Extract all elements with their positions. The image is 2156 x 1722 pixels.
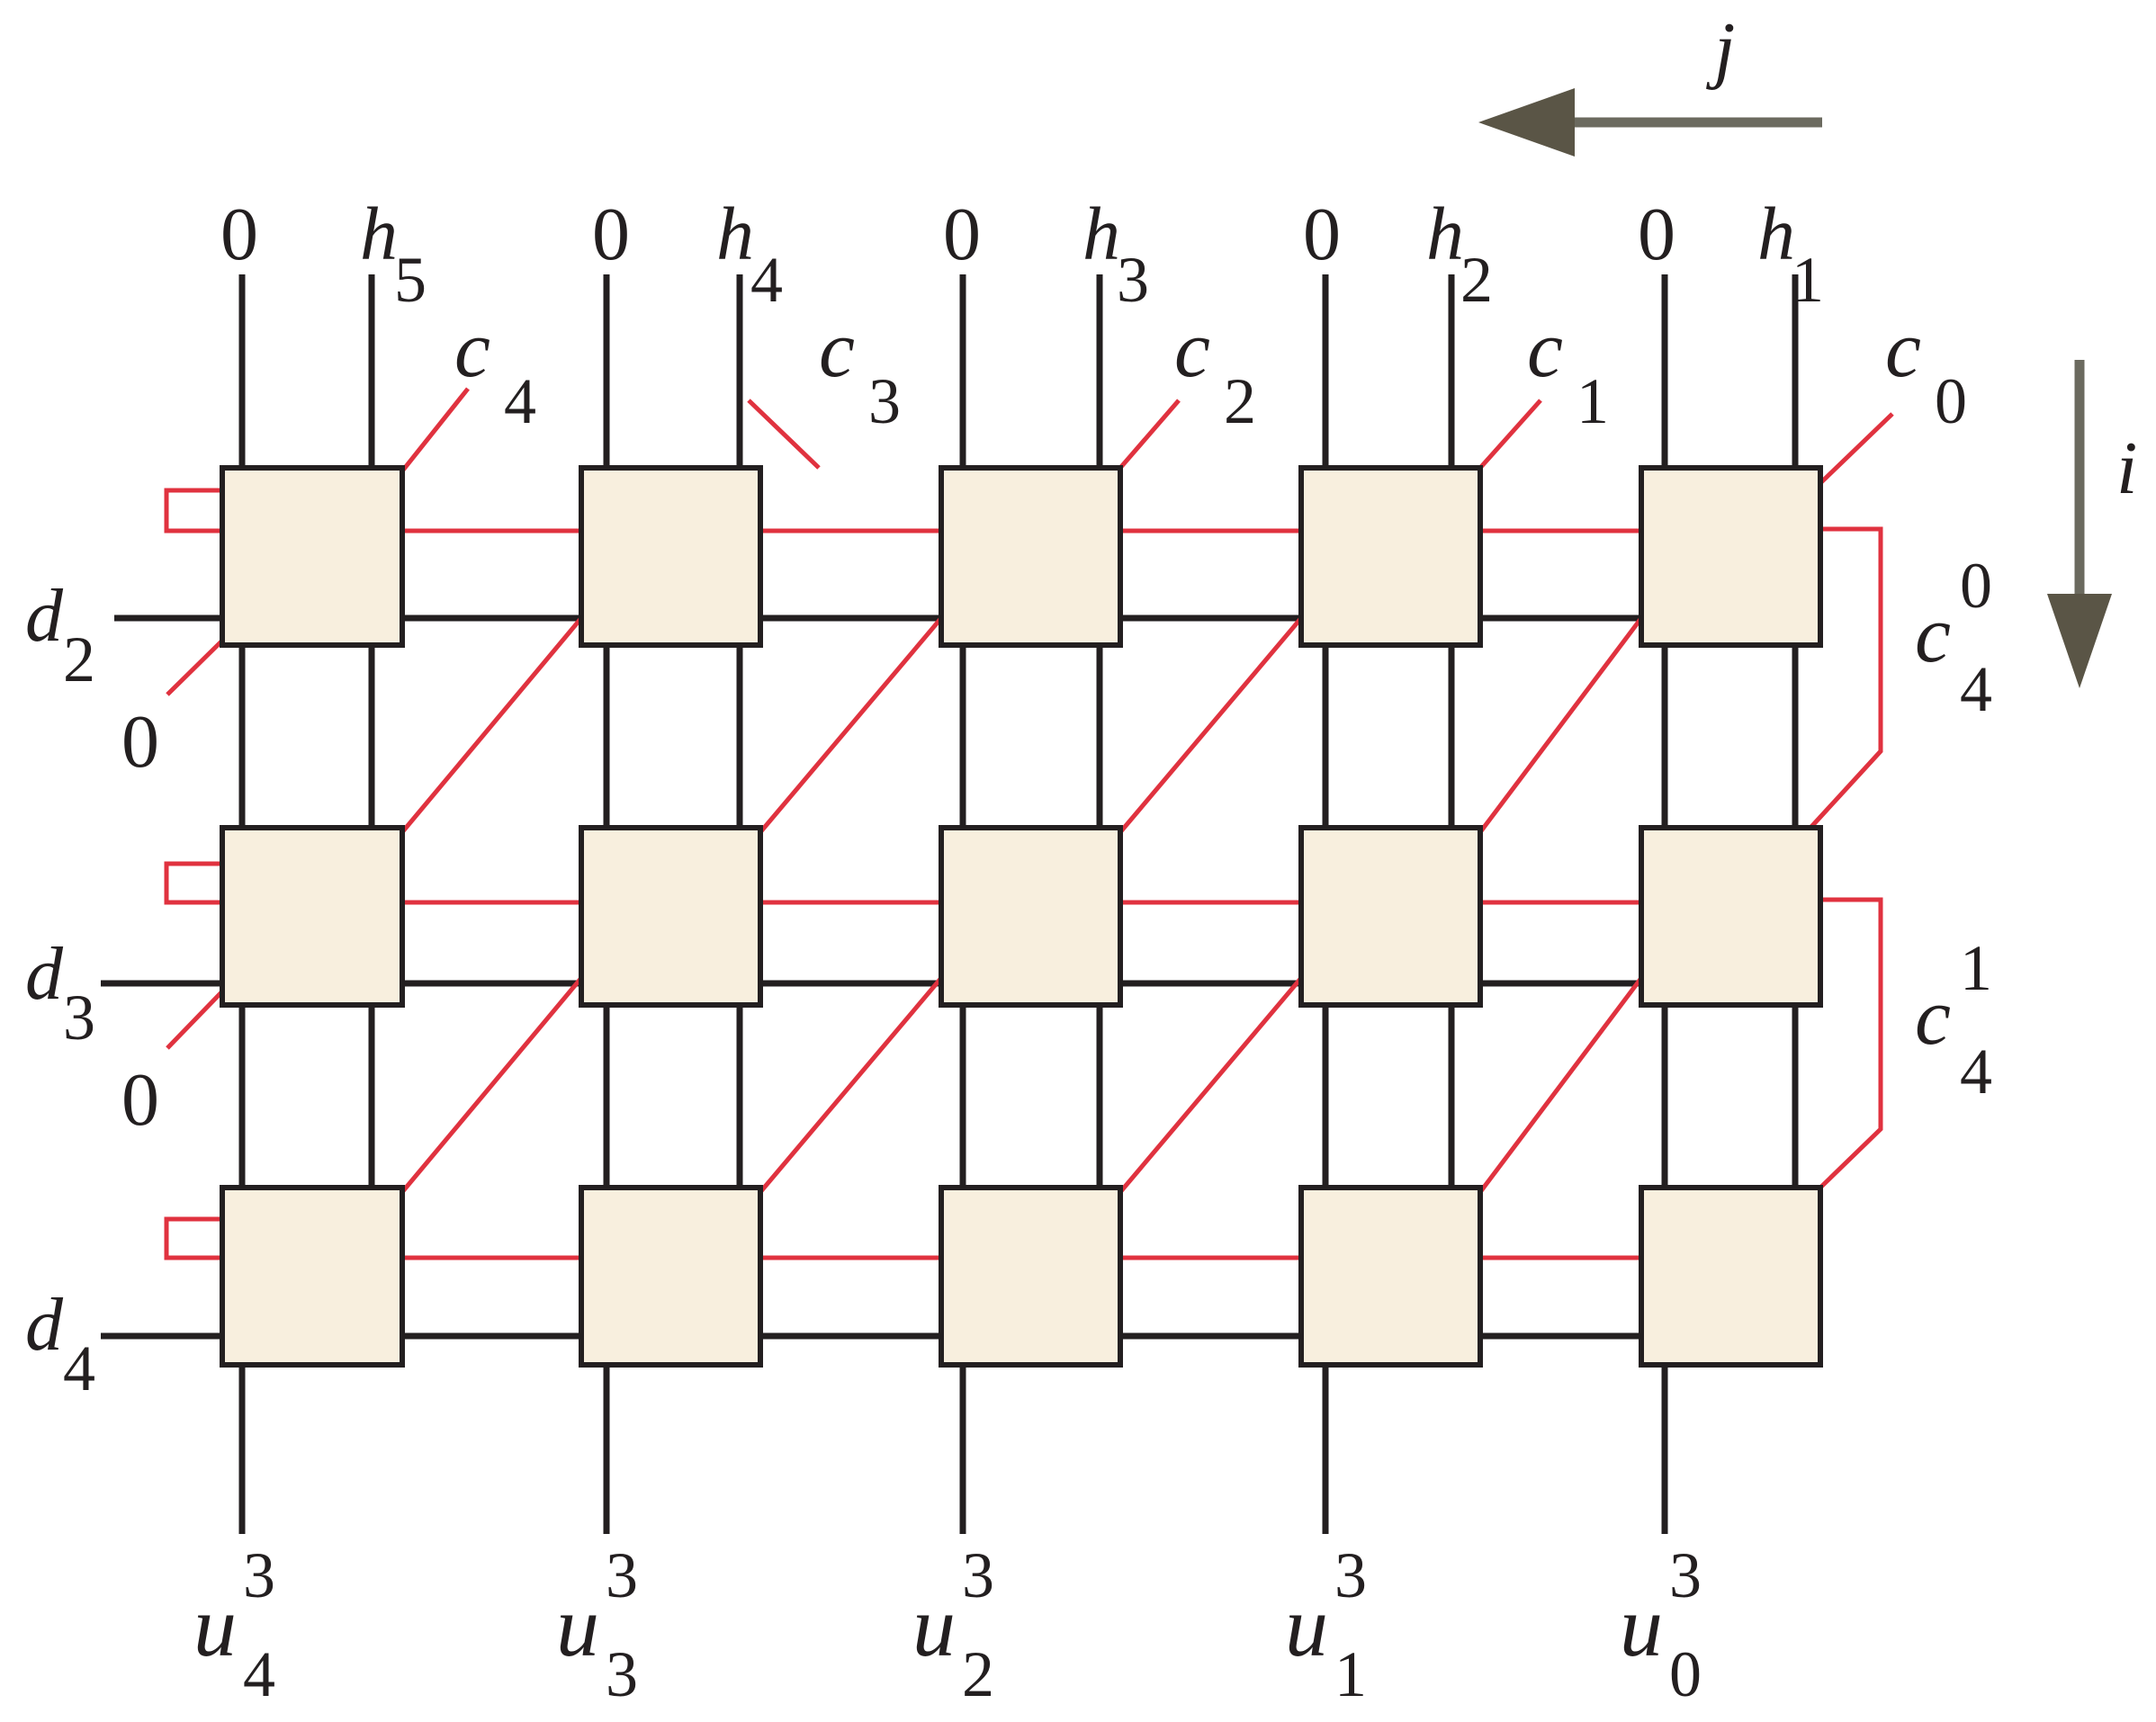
right-carry-superscript: 1 [1960,932,1992,1004]
processing-cell [1298,825,1483,1008]
top-h-subscript: 5 [394,244,427,316]
diagonal-carry-wire [759,976,943,1194]
diagonal-carry-wire [400,976,583,1194]
carry-in-wire [1478,399,1542,470]
carry-in-wire [1118,399,1181,470]
carry-subscript: 4 [504,365,536,437]
bottom-u-superscript: 3 [606,1539,638,1611]
bottom-u-subscript: 2 [962,1638,994,1710]
diagonal-carry-wire [1478,616,1643,834]
diagonal-carry-wire [400,616,583,834]
top-zero-label: 0 [1303,193,1341,276]
carry-subscript: 1 [1577,365,1609,437]
bottom-u-label: u [1620,1578,1663,1674]
left-d-subscript: 3 [63,982,95,1054]
right-carry-subscript: 4 [1960,1036,1992,1108]
bottom-u-subscript: 4 [243,1638,275,1710]
bottom-u-superscript: 3 [1669,1539,1702,1611]
left-d-label: d [25,574,64,658]
top-zero-label: 0 [220,193,258,276]
left-d-subscript: 2 [63,623,95,695]
processing-cell [220,465,405,648]
carry-in-wire [1819,412,1894,485]
i-label: i [2116,426,2137,510]
zero-input-wire [166,639,224,696]
right-carry-subscript: 4 [1960,653,1992,725]
right-feedback-loop [1809,526,1883,830]
processing-cell [939,825,1123,1008]
bottom-u-superscript: 3 [1334,1539,1367,1611]
bottom-u-label: u [556,1578,599,1674]
top-zero-label: 0 [592,193,630,276]
bottom-u-subscript: 1 [1334,1638,1367,1710]
carry-label: c [454,305,490,394]
left-zero-label: 0 [121,1058,159,1142]
carry-in-wire [747,399,821,470]
top-h-label: h [360,193,398,276]
top-h-subscript: 2 [1460,244,1493,316]
processing-cell [1639,465,1823,648]
carry-label: c [1885,305,1921,394]
top-h-label: h [716,193,754,276]
processing-cell [1639,1185,1823,1368]
processing-cell [1298,465,1483,648]
processing-cell [579,825,763,1008]
top-h-subscript: 3 [1117,244,1149,316]
carry-label: c [1527,305,1563,394]
processing-cell [939,465,1123,648]
top-h-label: h [1757,193,1795,276]
bottom-u-subscript: 3 [606,1638,638,1710]
top-h-label: h [1426,193,1464,276]
processing-cell [220,825,405,1008]
processing-cell [939,1185,1123,1368]
top-h-subscript: 4 [750,244,783,316]
left-d-subscript: 4 [63,1332,95,1404]
top-zero-label: 0 [943,193,981,276]
bottom-u-label: u [912,1578,956,1674]
right-carry-label: c [1915,973,1951,1062]
left-d-label: d [25,932,64,1016]
top-zero-label: 0 [1638,193,1675,276]
bottom-u-superscript: 3 [962,1539,994,1611]
carry-label: c [1174,305,1210,394]
j-label: j [1706,7,1735,91]
left-zero-label: 0 [121,700,159,784]
bottom-u-subscript: 0 [1669,1638,1702,1710]
carry-subscript: 3 [868,365,901,437]
bottom-u-superscript: 3 [243,1539,275,1611]
right-carry-superscript: 0 [1960,550,1992,622]
i-direction-arrow: i [2047,360,2137,688]
j-direction-arrow: j [1478,7,1822,157]
top-h-subscript: 1 [1792,244,1824,316]
carry-label: c [819,305,855,394]
top-h-label: h [1082,193,1120,276]
bottom-u-label: u [193,1578,237,1674]
processing-cell [579,1185,763,1368]
left-d-label: d [25,1283,64,1367]
processing-cell [1298,1185,1483,1368]
diagonal-carry-wire [1118,616,1303,834]
diagonal-carry-wire [1478,976,1643,1194]
diagonal-carry-wire [1118,976,1303,1194]
zero-input-wire [166,990,224,1050]
right-feedback-loop [1819,897,1883,1189]
bottom-u-label: u [1285,1578,1328,1674]
carry-subscript: 2 [1224,365,1256,437]
right-carry-label: c [1915,590,1951,679]
processing-cell [579,465,763,648]
processing-cell [220,1185,405,1368]
carry-subscript: 0 [1935,365,1967,437]
diagonal-carry-wire [759,616,943,834]
processing-cells [220,465,1823,1368]
processing-cell [1639,825,1823,1008]
